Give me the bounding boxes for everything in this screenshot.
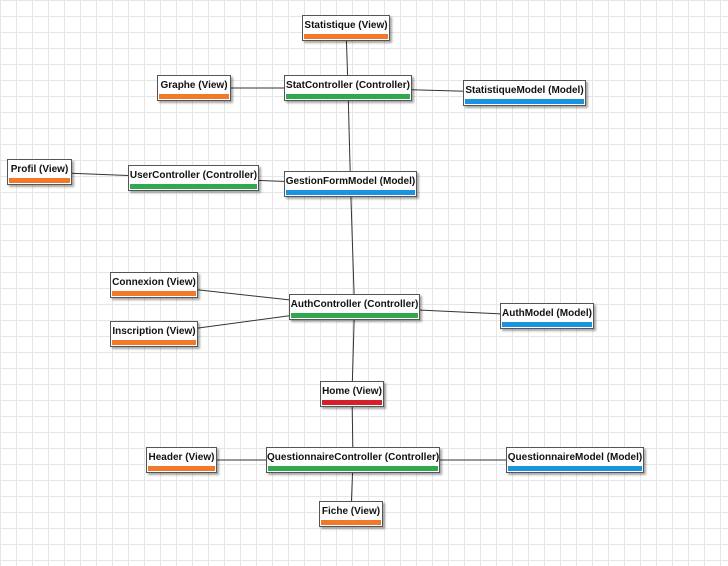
node-type-bar [112, 291, 196, 296]
node-type-bar [286, 94, 410, 99]
node-label: Header (View) [148, 452, 215, 463]
node-auth-controller[interactable]: AuthController (Controller) [289, 294, 420, 320]
node-type-bar [9, 178, 70, 183]
node-type-bar [291, 313, 418, 318]
node-label: UserController (Controller) [129, 170, 258, 181]
node-label: AuthController (Controller) [290, 299, 419, 310]
node-statistique-model[interactable]: StatistiqueModel (Model) [463, 80, 586, 106]
node-type-bar [268, 466, 438, 471]
node-type-bar [159, 94, 229, 99]
node-label: GestionFormModel (Model) [285, 176, 416, 187]
node-label: Statistique (View) [304, 20, 388, 31]
node-statistique-view[interactable]: Statistique (View) [302, 15, 390, 41]
node-label: QuestionnaireController (Controller) [267, 452, 440, 463]
node-stat-controller[interactable]: StatController (Controller) [284, 75, 412, 101]
node-type-bar [112, 340, 196, 345]
node-questionnaire-model[interactable]: QuestionnaireModel (Model) [506, 447, 644, 473]
node-auth-model[interactable]: AuthModel (Model) [500, 303, 594, 329]
node-graphe-view[interactable]: Graphe (View) [157, 75, 231, 101]
node-label: Profil (View) [10, 164, 69, 175]
node-connexion-view[interactable]: Connexion (View) [110, 272, 198, 298]
edge-gestionform-model-auth-controller [350, 183, 355, 308]
edge-stat-controller-gestionform-model [347, 87, 351, 185]
node-type-bar [130, 184, 257, 189]
node-label: Inscription (View) [112, 326, 196, 337]
node-label: StatController (Controller) [286, 80, 410, 91]
node-questionnaire-controller[interactable]: QuestionnaireController (Controller) [266, 447, 440, 473]
node-fiche-view[interactable]: Fiche (View) [319, 501, 383, 527]
node-label: AuthModel (Model) [502, 308, 592, 319]
node-label: Home (View) [322, 386, 382, 397]
node-profil-view[interactable]: Profil (View) [7, 159, 72, 185]
node-label: QuestionnaireModel (Model) [507, 452, 643, 463]
node-label: Connexion (View) [112, 277, 196, 288]
node-label: Fiche (View) [321, 506, 381, 517]
node-type-bar [148, 466, 215, 471]
node-type-bar [502, 322, 592, 327]
node-type-bar [286, 190, 415, 195]
node-type-bar [304, 34, 388, 39]
node-type-bar [508, 466, 642, 471]
node-label: Graphe (View) [160, 80, 228, 91]
node-type-bar [322, 400, 382, 405]
edge-auth-controller-home-view [351, 306, 355, 395]
node-user-controller[interactable]: UserController (Controller) [128, 165, 259, 191]
node-gestionform-model[interactable]: GestionFormModel (Model) [284, 171, 417, 197]
node-type-bar [321, 520, 381, 525]
node-inscription-view[interactable]: Inscription (View) [110, 321, 198, 347]
node-header-view[interactable]: Header (View) [146, 447, 217, 473]
node-label: StatistiqueModel (Model) [465, 85, 584, 96]
node-home-view[interactable]: Home (View) [320, 381, 384, 407]
node-type-bar [465, 99, 584, 104]
